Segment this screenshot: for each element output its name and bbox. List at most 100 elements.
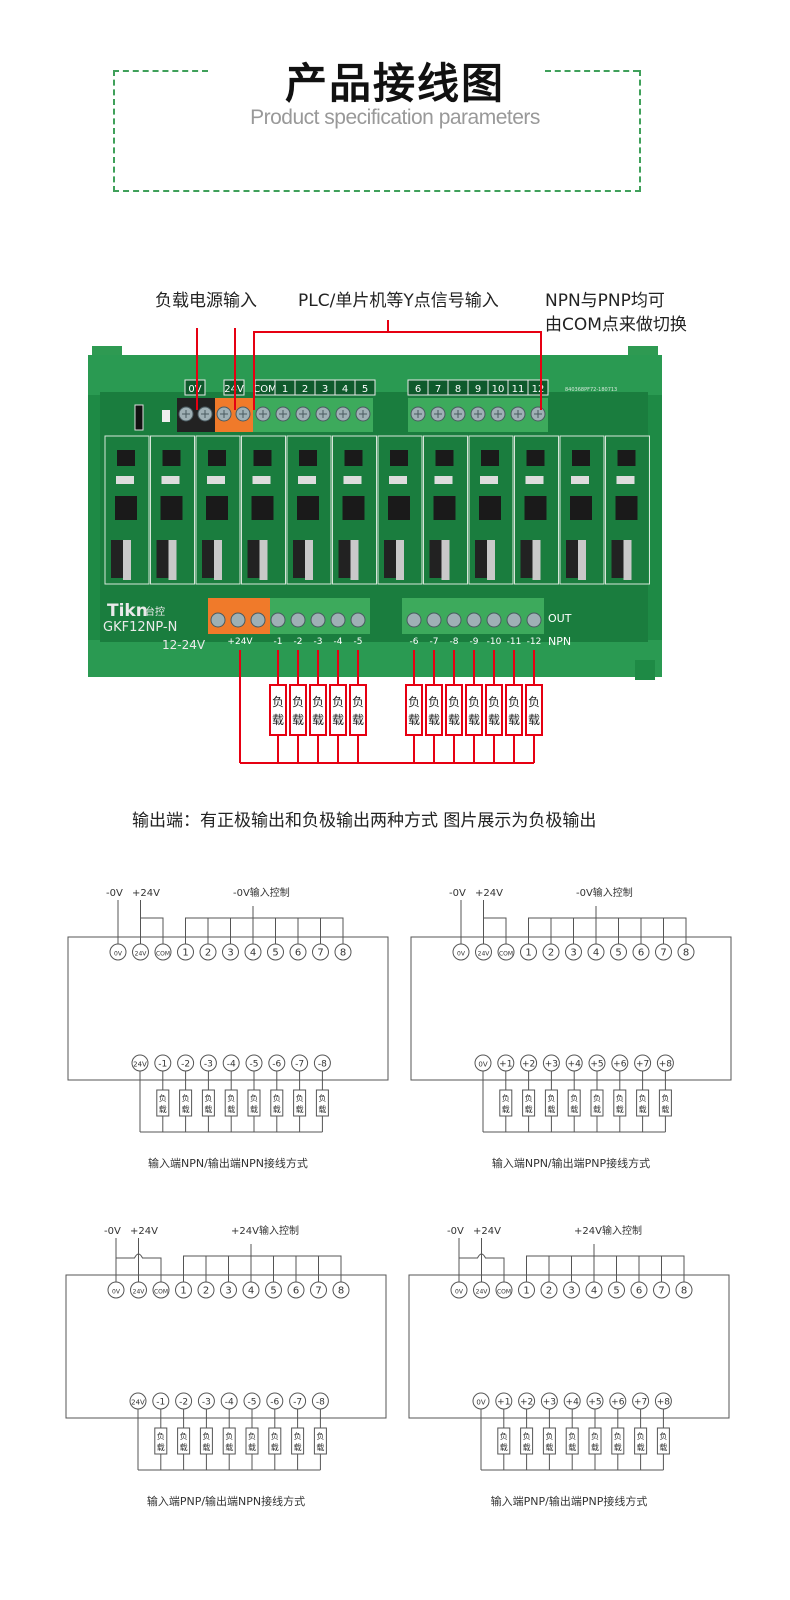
driver-ic [524,496,547,520]
channel-module [286,435,332,585]
load-label: 负 [525,1093,533,1103]
load-label: 负 [157,1431,165,1441]
top-terminal-label-box [527,379,549,396]
load-label: 载 [488,713,500,727]
bottom-terminal-label: +6 [611,1398,625,1408]
wire-com-link [140,917,164,944]
board-bottom-rail [88,640,662,677]
bottom-terminal-label: 24V [133,1061,147,1069]
load-box [289,684,307,736]
optocoupler [299,450,317,466]
bottom-terminal-label: -5 [248,1398,257,1408]
out-label: OUT [548,612,572,625]
top-terminal-label: 8 [455,384,461,395]
top-terminal-label: COM [156,951,170,958]
load-label: 负 [616,1093,624,1103]
driver-ic [160,496,183,520]
header-frame-top-left [113,70,208,72]
mosfet [338,540,353,578]
optocoupler [208,450,226,466]
brand-logo: Tikn [107,601,148,621]
top-terminal-label: 8 [681,1286,687,1297]
top-terminal-label: 0V [188,384,201,395]
load-label: 负 [570,1093,578,1103]
mosfet [611,540,626,578]
optocoupler [435,450,454,466]
load-label: 负 [204,1093,212,1103]
load-box [154,1427,168,1455]
terminal-screw [250,612,266,628]
load-label: 载 [316,1442,324,1452]
load-label: 负 [614,1431,622,1441]
bottom-terminal-label: 0V [478,1061,487,1069]
load-label: 负 [296,1093,304,1103]
bottom-terminal-label: -1 [156,1398,165,1408]
pos-supply-label: +24V [475,888,503,899]
board-foot [635,660,655,680]
load-label: 负 [508,695,520,709]
output-caption: 输出端：有正极输出和负极输出两种方式 图片展示为负极输出 [132,811,597,831]
page-title: 产品接线图 [284,59,505,108]
channel-led [616,476,635,484]
callout-npn-pnp-2: 由COM点来做切换 [545,315,687,335]
bottom-terminal-label: +6 [613,1060,627,1070]
load-box [497,1427,511,1455]
module-outline [65,1274,387,1419]
load-label: 负 [428,695,440,709]
mosfet [520,540,535,578]
pos-supply-label: +24V [132,888,160,899]
driver-ic [570,496,592,520]
load-box [247,1089,261,1117]
bottom-terminal-label: 24V [131,1399,145,1407]
channel-module [559,435,605,585]
load-label: 载 [547,1104,555,1114]
control-label: +24V输入控制 [574,1224,642,1237]
mosfet [202,540,216,578]
wire-control-bus [526,1255,685,1282]
top-terminal-label: 7 [315,1286,321,1297]
top-terminal-label: 6 [293,1286,299,1297]
load-label: 载 [227,1104,235,1114]
load-box [179,1089,193,1117]
top-terminal-label: COM [497,1289,511,1296]
load-label: 载 [204,1104,212,1114]
top-terminal-label: 2 [205,948,211,959]
load-label: 载 [639,1104,647,1114]
mosfet [293,540,307,578]
load-box [485,684,503,736]
load-label: 负 [593,1093,601,1103]
top-terminal-label: 9 [475,384,481,395]
load-label: 载 [182,1104,190,1114]
load-label: 负 [488,695,500,709]
top-terminal-label: 5 [613,1286,619,1297]
bottom-terminal-label: 0V [476,1399,485,1407]
channel-module [241,435,286,585]
load-box [222,1427,236,1455]
load-label: 载 [318,1104,326,1114]
bottom-terminal-label: -4 [227,1060,236,1070]
callout-load-power: 负载电源输入 [155,291,257,311]
load-box [525,684,543,736]
load-label: 负 [352,695,364,709]
load-label: 负 [547,1093,555,1103]
bottom-terminal-label: -10 [487,637,502,647]
diagram-caption: 输入端PNP/输出端PNP接线方式 [491,1494,648,1508]
top-terminal-label: 1 [180,1286,186,1297]
neg-supply-label: -0V [104,1226,121,1237]
top-terminal-label: 7 [317,948,323,959]
screw-slot [434,410,442,418]
bottom-terminal-label: +24V [227,637,253,647]
top-terminal-label: 3 [570,948,576,959]
top-terminal-label: COM [499,951,513,958]
screw-slot [182,410,190,418]
bottom-terminal-label: +2 [520,1398,533,1408]
load-label: 载 [616,1104,624,1114]
top-terminal-label: 0V [112,1289,121,1296]
load-label: 载 [352,713,364,727]
driver-ic [297,496,319,520]
load-label: 载 [508,713,520,727]
top-terminal-label: 1 [525,948,531,959]
top-terminal-label-box [184,379,206,396]
